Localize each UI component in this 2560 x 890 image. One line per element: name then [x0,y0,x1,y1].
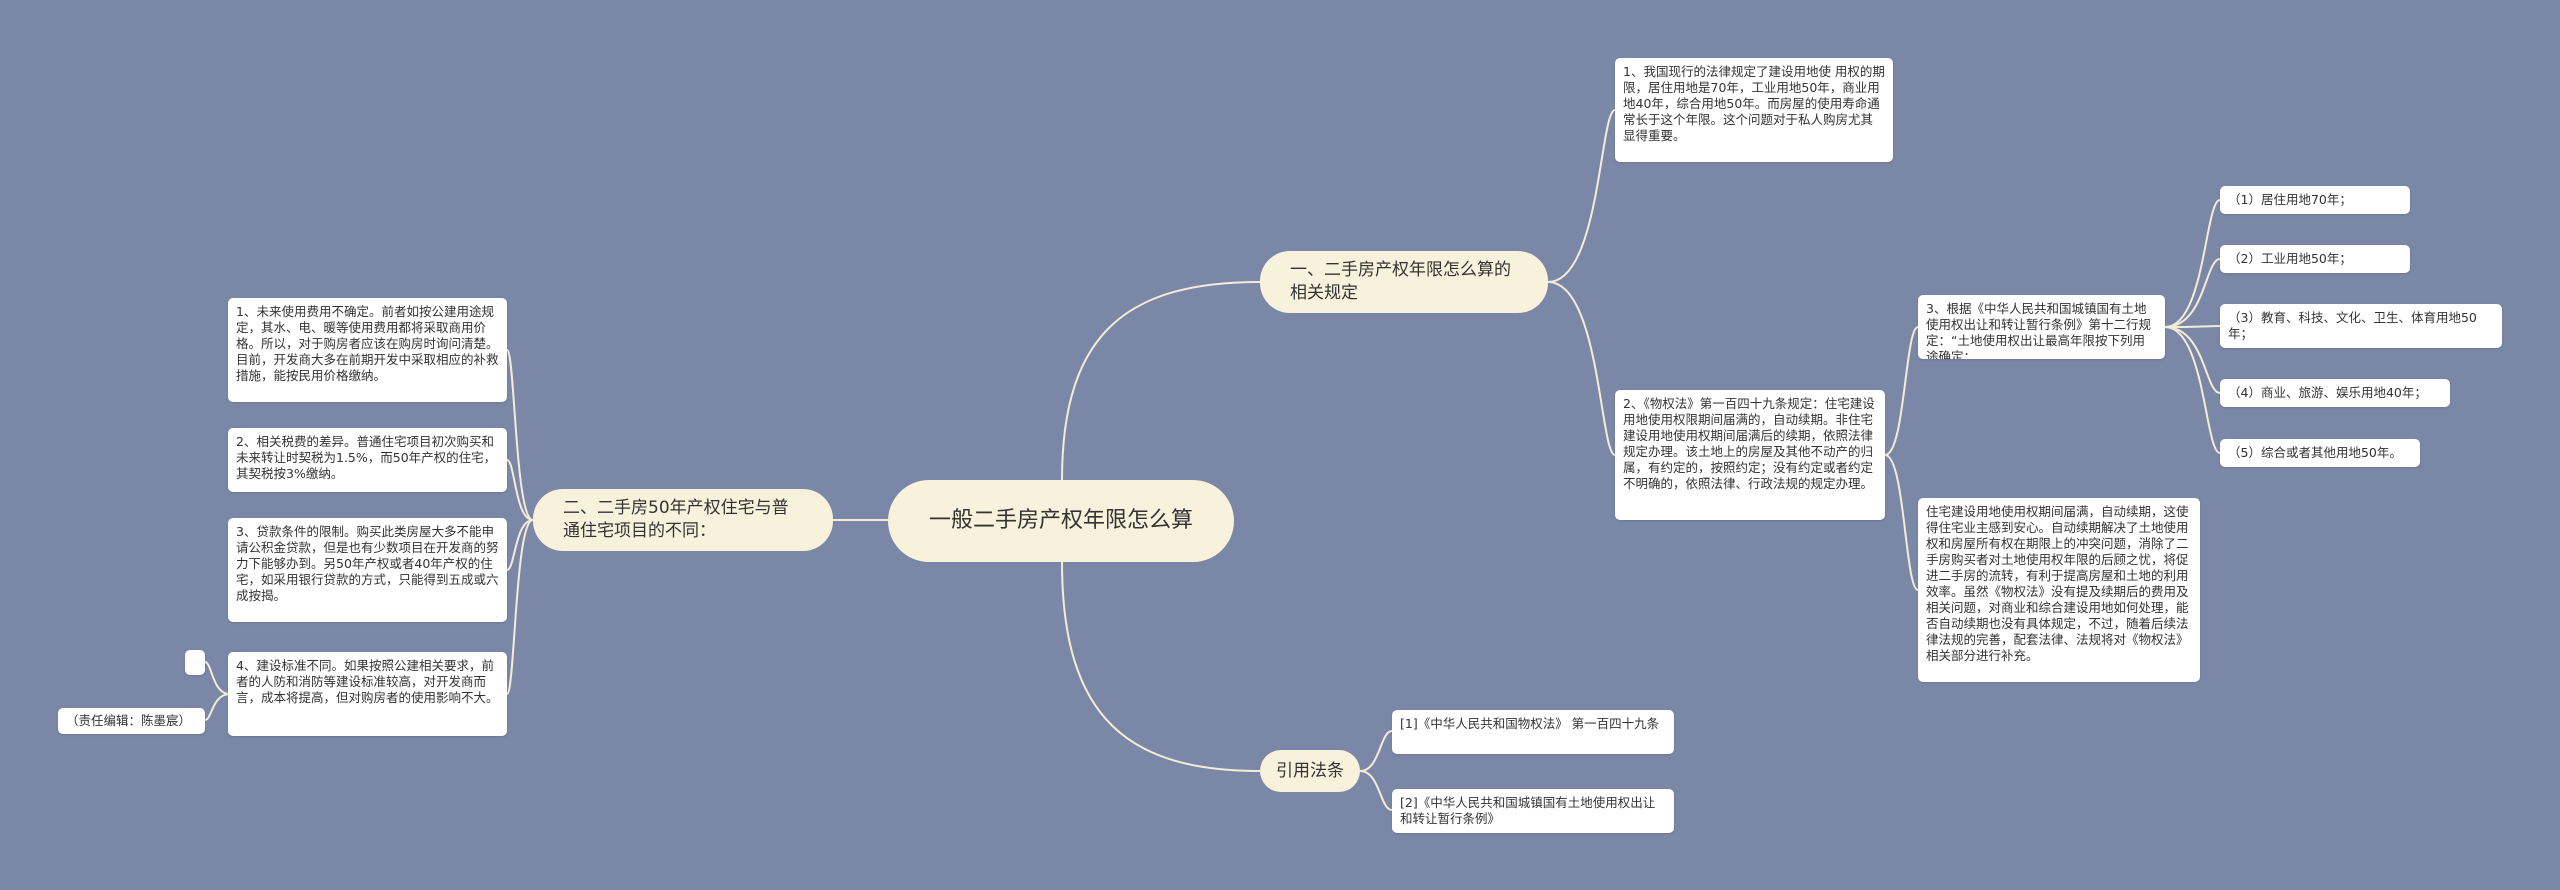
link-d4-editor [204,693,231,721]
link-c3-i5 [2164,326,2221,454]
link-one-c1 [1547,109,1616,283]
link-c2-c4 [1884,454,1919,591]
branch-two-child-2[interactable]: 2、相关税费的差异。普通住宅项目初次购买和未来转让时契税为1.5%，而50年产权… [228,428,507,492]
empty-note[interactable] [185,650,205,675]
branch-one-child-4[interactable]: 住宅建设用地使用权期间届满，自动续期，这使得住宅业主感到安心。自动续期解决了土地… [1918,498,2200,682]
link-root-branch-three [1061,561,1261,772]
reference-2[interactable]: [2]《中华人民共和国城镇国有土地使用权出让和转让暂行条例》 [1392,789,1674,833]
link-one-c2 [1547,281,1616,456]
link-d4-blank [204,661,231,695]
land-use-item-2-text: （2）工业用地50年； [2228,251,2352,266]
link-two-d3 [506,519,534,571]
branch-two-child-3[interactable]: 3、贷款条件的限制。购买此类房屋大多不能申请公积金贷款，但是也有少数项目在开发商… [228,518,507,622]
reference-2-text: [2]《中华人民共和国城镇国有土地使用权出让和转让暂行条例》 [1400,795,1656,826]
branch-three-label: 引用法条 [1276,760,1344,781]
land-use-item-4[interactable]: （4）商业、旅游、娱乐用地40年； [2220,379,2450,407]
branch-one-child-2[interactable]: 2、《物权法》第一百四十九条规定：住宅建设用地使用权限期间届满的，自动续期。非住… [1615,390,1885,520]
editor-note[interactable]: （责任编辑：陈墨宸） [58,708,205,734]
branch-one-child-1-text: 1、我国现行的法律规定了建设用地使 用权的期限，居住用地是70年，工业用地50年… [1623,64,1885,143]
branch-three-topic[interactable]: 引用法条 [1260,750,1360,792]
land-use-item-1-text: （1）居住用地70年； [2228,192,2352,207]
branch-one-child-1[interactable]: 1、我国现行的法律规定了建设用地使 用权的期限，居住用地是70年，工业用地50年… [1615,58,1893,162]
land-use-item-1[interactable]: （1）居住用地70年； [2220,186,2410,214]
link-two-d2 [506,459,534,521]
branch-one-label: 一、二手房产权年限怎么算的相关规定 [1290,260,1511,303]
branch-two-child-3-text: 3、贷款条件的限制。购买此类房屋大多不能申请公积金贷款，但是也有少数项目在开发商… [236,524,499,603]
branch-two-child-4-text: 4、建设标准不同。如果按照公建相关要求，前者的人防和消防等建设标准较高，对开发商… [236,658,499,705]
link-c3-i4 [2164,326,2221,394]
reference-1-text: [1]《中华人民共和国物权法》 第一百四十九条 [1400,716,1660,731]
branch-two-child-1-text: 1、未来使用费用不确定。前者如按公建用途规定，其水、电、暖等使用费用都将采取商用… [236,304,499,383]
link-two-d4 [506,519,534,695]
land-use-item-4-text: （4）商业、旅游、娱乐用地40年； [2228,385,2427,400]
branch-two-label: 二、二手房50年产权住宅与普通住宅项目的不同： [563,498,789,541]
branch-one-child-2-text: 2、《物权法》第一百四十九条规定：住宅建设用地使用权限期间届满的，自动续期。非住… [1623,396,1875,491]
branch-one-child-3[interactable]: 3、根据《中华人民共和国城镇国有土地使用权出让和转让暂行条例》第十二行规定：“土… [1918,295,2165,359]
link-three-r2 [1359,770,1393,811]
branch-two-topic[interactable]: 二、二手房50年产权住宅与普通住宅项目的不同： [533,489,833,551]
branch-two-child-4[interactable]: 4、建设标准不同。如果按照公建相关要求，前者的人防和消防等建设标准较高，对开发商… [228,652,507,736]
branch-one-child-3-text: 3、根据《中华人民共和国城镇国有土地使用权出让和转让暂行条例》第十二行规定：“土… [1926,301,2152,359]
branch-one-topic[interactable]: 一、二手房产权年限怎么算的相关规定 [1260,251,1548,313]
land-use-item-2[interactable]: （2）工业用地50年； [2220,245,2410,273]
editor-note-text: （责任编辑：陈墨宸） [66,713,192,728]
link-two-d1 [506,349,534,521]
link-c2-c3 [1884,326,1919,456]
branch-two-child-2-text: 2、相关税费的差异。普通住宅项目初次购买和未来转让时契税为1.5%，而50年产权… [236,434,497,481]
branch-one-child-4-text: 住宅建设用地使用权期间届满，自动续期，这使得住宅业主感到安心。自动续期解决了土地… [1926,504,2189,663]
land-use-item-5-text: （5）综合或者其他用地50年。 [2228,445,2402,460]
reference-1[interactable]: [1]《中华人民共和国物权法》 第一百四十九条 [1392,710,1674,754]
link-c3-i3 [2164,325,2221,328]
link-root-branch-one [1061,281,1261,481]
root-topic[interactable]: 一般二手房产权年限怎么算 [888,480,1234,562]
land-use-item-5[interactable]: （5）综合或者其他用地50年。 [2220,439,2420,467]
root-topic-label: 一般二手房产权年限怎么算 [928,508,1193,533]
link-c3-i2 [2164,258,2221,328]
land-use-item-3-text: （3）教育、科技、文化、卫生、体育用地50年； [2228,310,2477,341]
branch-two-child-1[interactable]: 1、未来使用费用不确定。前者如按公建用途规定，其水、电、暖等使用费用都将采取商用… [228,298,507,402]
link-c3-i1 [2164,199,2221,328]
link-three-r1 [1359,730,1393,772]
land-use-item-3[interactable]: （3）教育、科技、文化、卫生、体育用地50年； [2220,304,2502,348]
